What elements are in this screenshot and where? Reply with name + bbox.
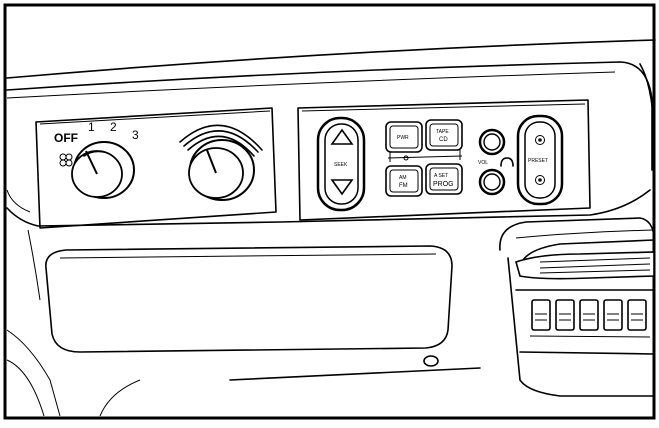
fan-speed-2-label: 2 <box>110 120 117 134</box>
tape-label: TAPE <box>436 129 449 135</box>
console-vent <box>515 251 655 280</box>
glove-compartment <box>45 245 453 353</box>
headphone-icon <box>500 157 514 167</box>
seek-up-icon[interactable] <box>330 128 354 145</box>
preset-label: PRESET <box>528 158 548 164</box>
button-divider <box>387 150 463 162</box>
radio-panel <box>297 99 591 221</box>
fan-icon <box>59 153 73 167</box>
dash-lower-lines <box>6 329 481 417</box>
vol-label: VOL <box>478 160 488 166</box>
tape-cd-button[interactable] <box>425 119 463 151</box>
image-frame <box>3 3 656 420</box>
seek-down-icon[interactable] <box>330 179 354 196</box>
prog-label: PROG <box>433 181 454 188</box>
glove-latch[interactable] <box>423 355 439 367</box>
temperature-knob[interactable] <box>188 139 255 201</box>
preset-button[interactable] <box>516 114 564 206</box>
dash-body <box>6 189 651 301</box>
temperature-scale <box>179 124 263 157</box>
am-fm-button[interactable] <box>385 165 423 197</box>
am-label: AM <box>399 175 407 181</box>
seek-label: SEEK <box>334 162 348 168</box>
fan-off-label: OFF <box>54 131 78 145</box>
volume-knob-upper[interactable] <box>478 128 506 156</box>
fan-speed-3-label: 3 <box>132 128 139 142</box>
preset-down-icon[interactable] <box>535 175 545 185</box>
preset-up-icon[interactable] <box>535 135 545 145</box>
dash-top-edge <box>6 39 656 171</box>
pwr-label: PWR <box>397 135 409 141</box>
fan-speed-1-label: 1 <box>88 120 95 134</box>
pwr-button[interactable] <box>385 121 423 153</box>
auto-set-label: A SET <box>434 173 448 179</box>
climate-panel <box>35 107 277 229</box>
fm-label: FM <box>399 183 408 189</box>
console-switch-row <box>515 289 655 355</box>
auto-prog-button[interactable] <box>425 163 463 195</box>
fan-knob[interactable] <box>71 141 135 199</box>
volume-knob-lower[interactable] <box>478 168 506 196</box>
cd-label: CD <box>439 137 448 143</box>
